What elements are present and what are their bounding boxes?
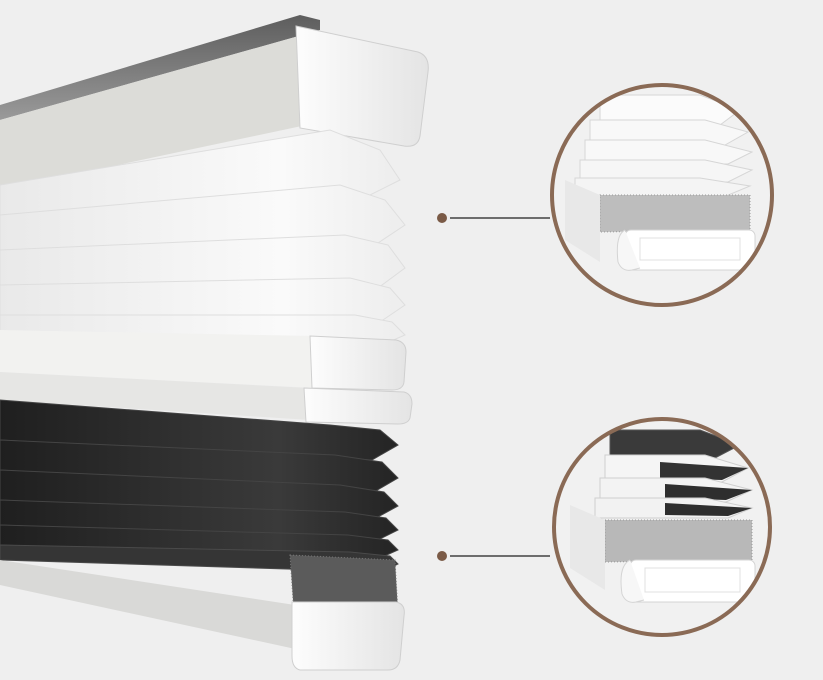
- middle-rail-face: [0, 330, 320, 388]
- lower-rail-face: [0, 372, 310, 420]
- middle-rail-endcap: [309, 335, 407, 391]
- top-callout-ring: [550, 83, 774, 307]
- bottom-callout-ring: [552, 417, 772, 637]
- headrail-endcap: [295, 25, 429, 147]
- bottom-rail-face: [0, 560, 300, 650]
- dark-pleats: [0, 399, 399, 631]
- top-leader: [437, 213, 550, 223]
- bottom-leader-dot: [437, 551, 447, 561]
- bottom-callout: [552, 417, 772, 637]
- top-leader-dot: [437, 213, 447, 223]
- shade-assembly: [0, 15, 429, 671]
- bottom-leader: [437, 551, 550, 561]
- lower-rail-endcap: [303, 387, 413, 425]
- white-pleats: [0, 129, 406, 346]
- headrail-top: [0, 15, 320, 120]
- top-callout: [550, 83, 774, 307]
- headrail-face: [0, 30, 330, 190]
- bottom-rail-endcap: [291, 601, 405, 671]
